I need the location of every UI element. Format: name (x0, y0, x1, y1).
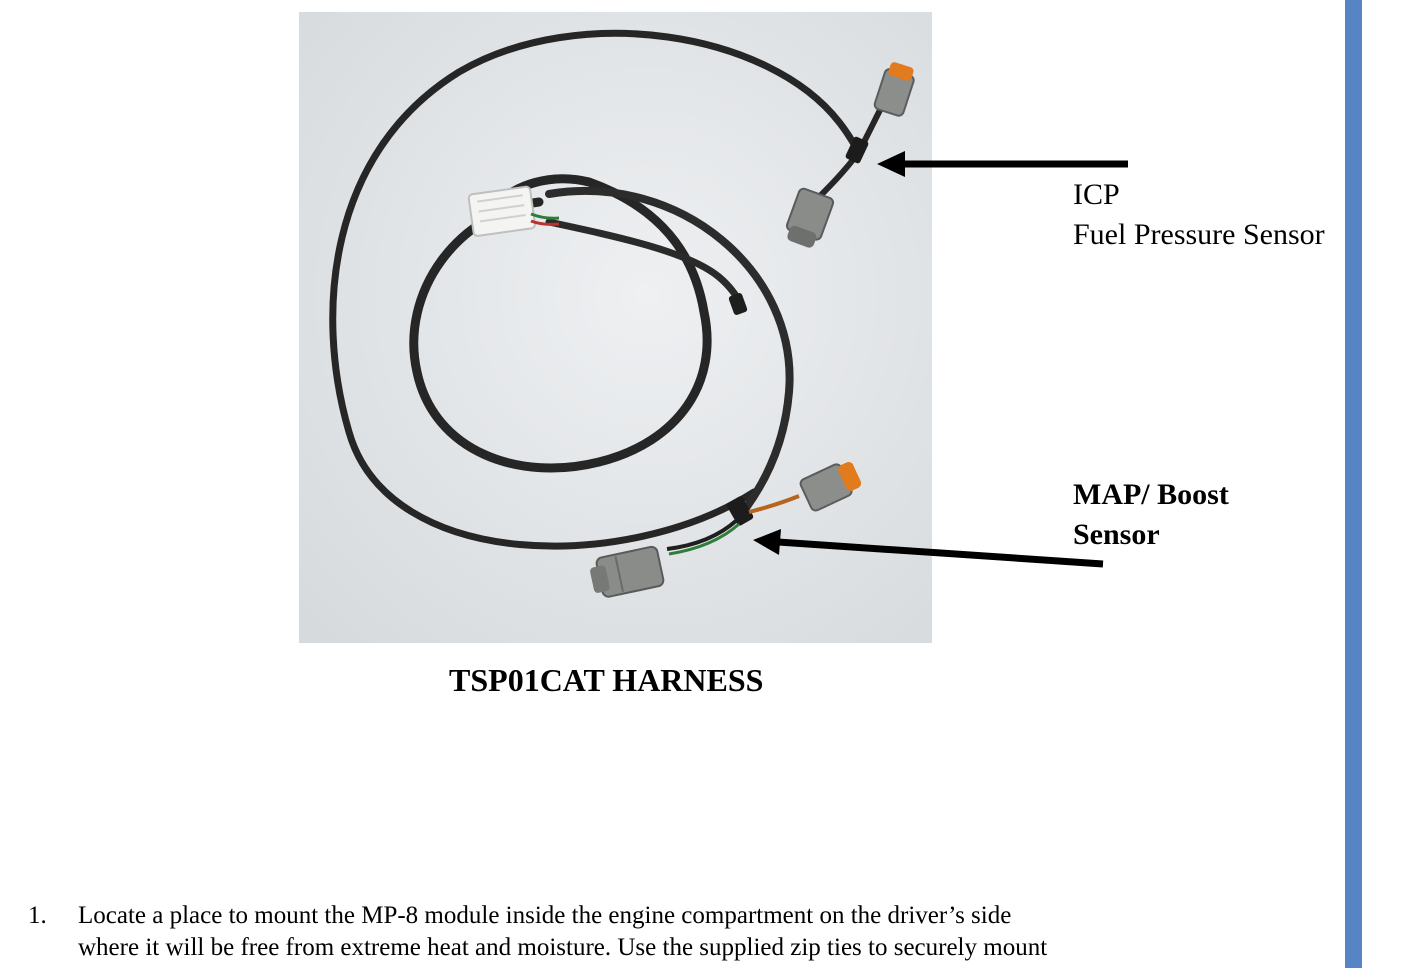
step-text: Locate a place to mount the MP-8 module … (78, 900, 1047, 964)
figure-caption: TSP01CAT HARNESS (449, 662, 764, 698)
step-text-line1: Locate a place to mount the MP-8 module … (78, 902, 1012, 929)
icp-label-line1: ICP (1073, 178, 1120, 211)
step-text-line2: where it will be free from extreme heat … (78, 934, 1048, 961)
margin-bar (1345, 0, 1362, 968)
icp-sensor-label: ICP Fuel Pressure Sensor (1073, 175, 1345, 255)
icp-label-line2: Fuel Pressure Sensor (1073, 218, 1325, 251)
map-label-line1: MAP/ Boost (1073, 478, 1229, 511)
step-number: 1. (28, 902, 47, 929)
map-label-line2: Sensor (1073, 518, 1160, 551)
harness-photo (299, 12, 932, 643)
map-sensor-label: MAP/ Boost Sensor (1073, 475, 1229, 555)
